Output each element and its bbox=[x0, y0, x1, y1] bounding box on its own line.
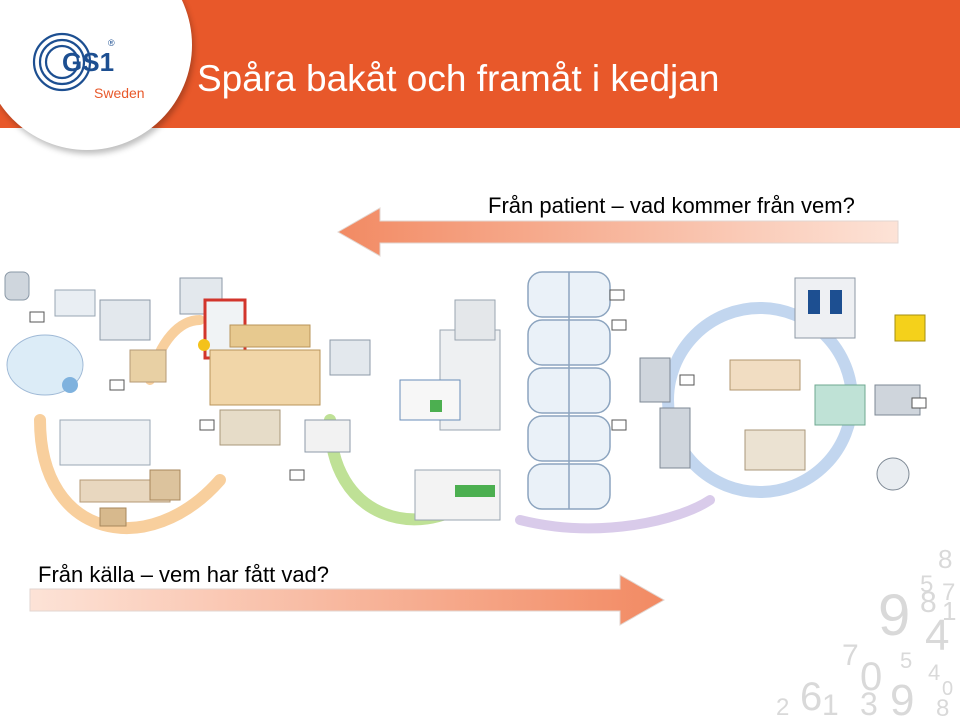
svg-text:0: 0 bbox=[860, 655, 882, 699]
svg-text:8: 8 bbox=[920, 586, 937, 619]
pharmacy-area bbox=[399, 299, 501, 521]
svg-text:8: 8 bbox=[936, 695, 949, 717]
hospital-panel-stack bbox=[527, 271, 611, 510]
source-area bbox=[4, 271, 181, 527]
svg-text:2: 2 bbox=[776, 694, 789, 717]
svg-text:1: 1 bbox=[942, 596, 956, 626]
svg-text:5: 5 bbox=[920, 571, 933, 598]
svg-text:1: 1 bbox=[822, 689, 839, 717]
svg-text:6: 6 bbox=[800, 675, 822, 717]
slide-title: Spåra bakåt och framåt i kedjan bbox=[197, 58, 720, 99]
gs1-rings-icon bbox=[32, 32, 92, 92]
gs1-logo: GS1 ® Sweden bbox=[32, 32, 145, 101]
svg-text:3: 3 bbox=[860, 686, 878, 717]
svg-text:7: 7 bbox=[942, 579, 955, 606]
barcode-tags bbox=[29, 289, 927, 481]
forward-arrow bbox=[29, 574, 666, 626]
svg-text:4: 4 bbox=[928, 660, 940, 685]
logo-country: Sweden bbox=[94, 85, 145, 101]
logo-text: GS1 bbox=[62, 47, 114, 77]
patient-area bbox=[729, 277, 926, 491]
svg-text:9: 9 bbox=[890, 676, 914, 717]
svg-text:9: 9 bbox=[878, 583, 910, 648]
logo-registered: ® bbox=[108, 38, 115, 48]
svg-text:0: 0 bbox=[942, 678, 953, 700]
svg-text:5: 5 bbox=[900, 648, 912, 673]
cabinet bbox=[639, 357, 691, 469]
distribution-area bbox=[99, 277, 371, 453]
svg-text:7: 7 bbox=[842, 639, 859, 672]
svg-text:4: 4 bbox=[925, 611, 949, 660]
flow-purple bbox=[515, 495, 715, 534]
forward-caption: Från källa – vem har fått vad? bbox=[38, 562, 330, 587]
svg-text:8: 8 bbox=[938, 544, 952, 574]
backward-arrow bbox=[336, 207, 899, 257]
backward-caption: Från patient – vad kommer från vem? bbox=[488, 193, 855, 218]
decorative-numbers: 8 5 7 9 8 1 4 7 0 5 4 0 6 2 1 3 9 8 bbox=[776, 544, 956, 717]
